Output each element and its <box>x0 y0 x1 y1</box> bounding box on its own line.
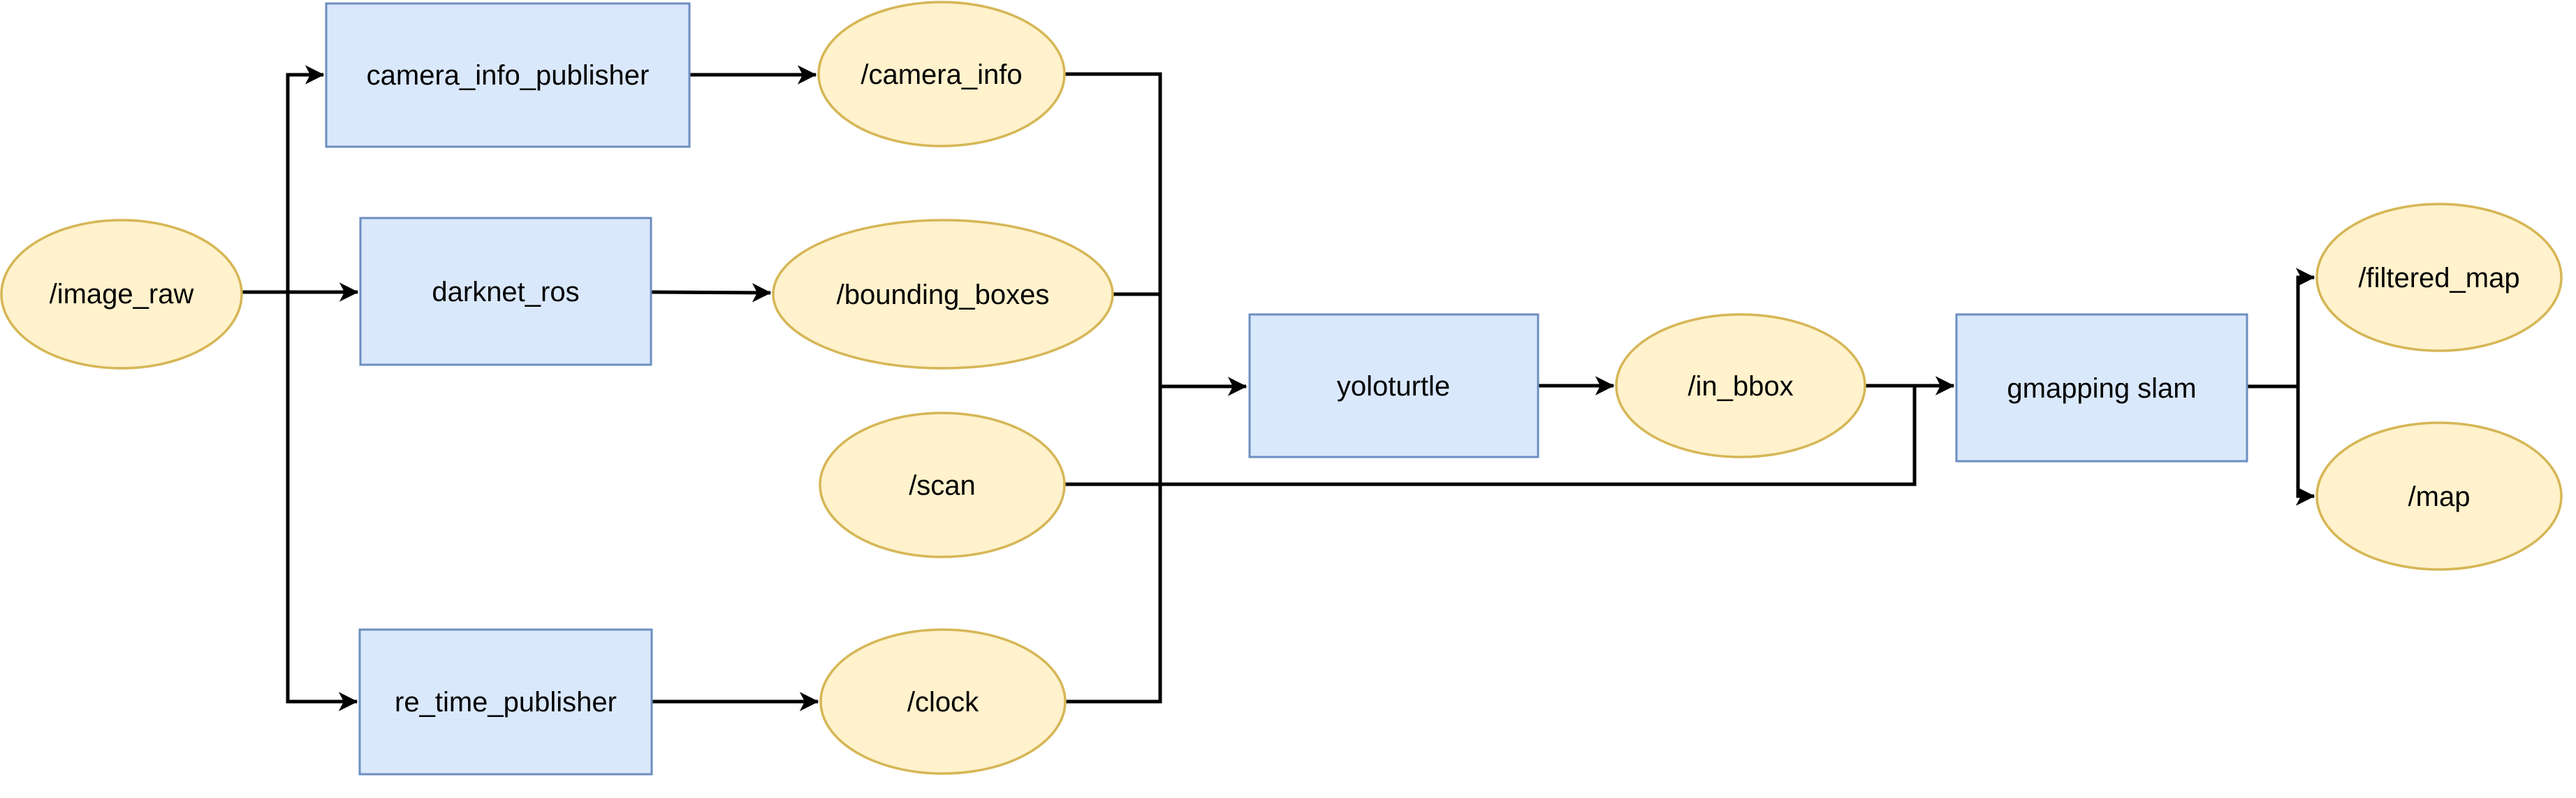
topic-label-clock: /clock <box>907 687 979 718</box>
topic-ellipse-image-raw <box>0 219 243 370</box>
edge-layer <box>242 65 2315 711</box>
topic-ellipse-in-bbox <box>1615 313 1866 458</box>
edge-clock-to-junction <box>1065 386 1162 704</box>
topic-node-image-raw: /image_raw <box>0 219 243 370</box>
topic-ellipse-map <box>2315 421 2563 571</box>
process-rect-re-time-publisher <box>358 628 653 776</box>
edge-image-raw-to-re-time-publisher <box>286 292 358 711</box>
edge-gmapping-slam-to-filtered-map <box>2295 268 2315 386</box>
process-node-yoloturtle: yoloturtle <box>1248 313 1539 458</box>
process-rect-darknet-ros <box>359 217 652 366</box>
edge-darknet-ros-to-bounding-boxes <box>650 283 772 303</box>
topic-label-bounding-boxes: /bounding_boxes <box>837 280 1050 310</box>
topic-ellipse-bounding-boxes <box>772 219 1114 370</box>
process-node-re-time-publisher: re_time_publisher <box>358 628 653 776</box>
process-label-re-time-publisher: re_time_publisher <box>395 687 617 718</box>
topic-node-bounding-boxes: /bounding_boxes <box>772 219 1114 370</box>
node-layer: /image_raw camera_info_publisher /camera… <box>0 1 2563 776</box>
topic-label-map: /map <box>2408 481 2471 512</box>
process-rect-camera-info-publisher <box>325 2 691 148</box>
process-label-yoloturtle: yoloturtle <box>1337 371 1450 402</box>
topic-node-scan: /scan <box>819 412 1066 558</box>
edge-gmapping-slam-to-map <box>2295 386 2315 506</box>
topic-ellipse-filtered-map <box>2315 203 2563 352</box>
topic-node-camera-info: /camera_info <box>817 1 1066 147</box>
process-rect-gmapping-slam <box>1955 313 2248 463</box>
topic-label-scan: /scan <box>909 470 976 501</box>
process-rect-yoloturtle <box>1248 313 1539 458</box>
topic-node-in-bbox: /in_bbox <box>1615 313 1866 458</box>
process-node-darknet-ros: darknet_ros <box>359 217 652 366</box>
topic-node-map: /map <box>2315 421 2563 571</box>
process-node-gmapping-slam: gmapping slam <box>1955 313 2248 463</box>
topic-ellipse-scan <box>819 412 1066 558</box>
process-label-gmapping-slam: gmapping slam <box>2007 373 2196 404</box>
topic-label-image-raw: /image_raw <box>50 279 194 310</box>
edge-image-raw-to-camera-info-publisher <box>286 65 325 292</box>
topic-label-in-bbox: /in_bbox <box>1688 371 1793 402</box>
process-label-darknet-ros: darknet_ros <box>432 277 579 307</box>
topic-ellipse-clock <box>819 628 1067 775</box>
process-node-camera-info-publisher: camera_info_publisher <box>325 2 691 148</box>
topic-label-camera-info: /camera_info <box>861 59 1022 90</box>
topic-label-filtered-map: /filtered_map <box>2358 263 2519 293</box>
edge-camera-info-to-yoloturtle <box>1064 72 1247 396</box>
topic-ellipse-camera-info <box>817 1 1066 147</box>
process-label-camera-info-publisher: camera_info_publisher <box>367 60 650 91</box>
topic-node-filtered-map: /filtered_map <box>2315 203 2563 352</box>
edge-scan-to-junction <box>1064 386 1917 486</box>
topic-node-clock: /clock <box>819 628 1067 775</box>
